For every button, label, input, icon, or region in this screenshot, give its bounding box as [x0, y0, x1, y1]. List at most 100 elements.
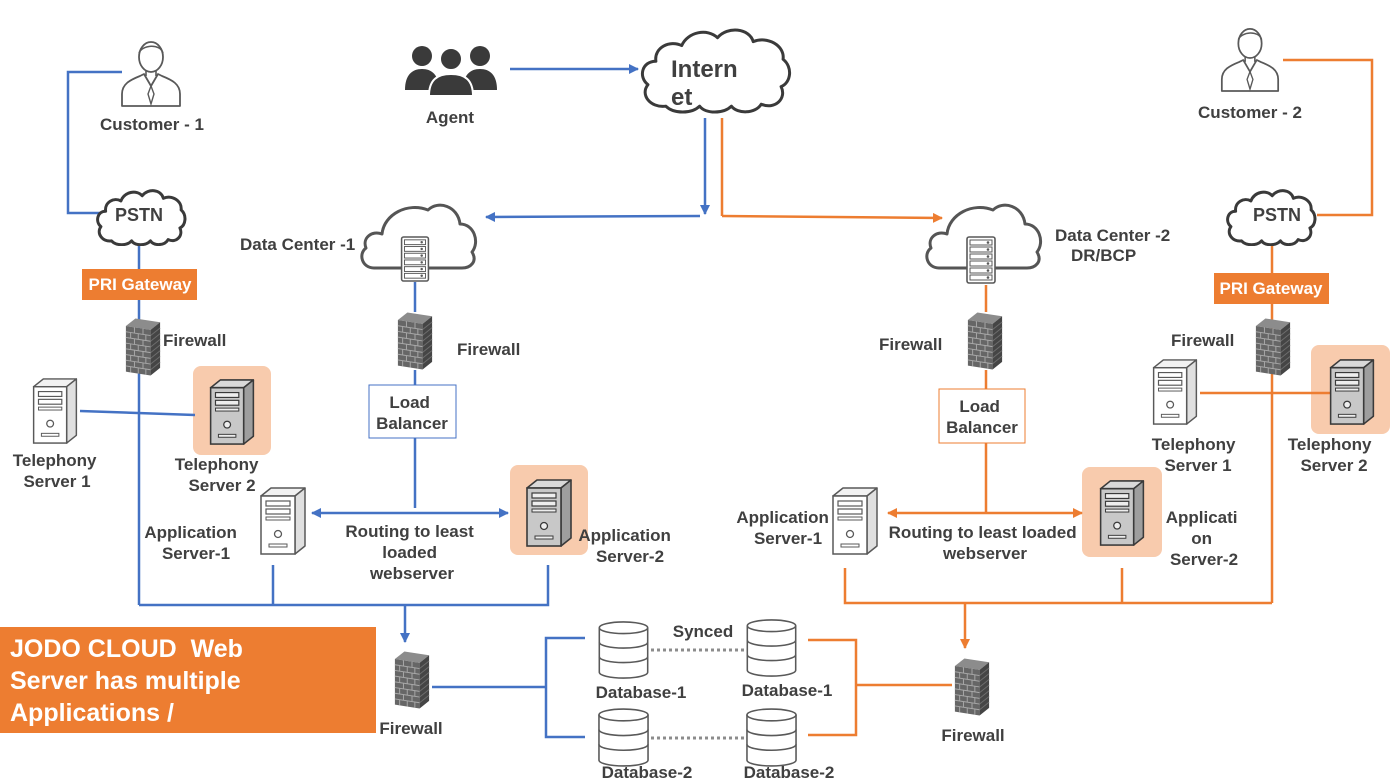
label-line: Application	[144, 523, 237, 542]
firewall-pstn-site-2-icon	[1255, 317, 1291, 376]
telephony-server-2-site-1-label: Telephony Server 2	[175, 455, 263, 495]
database-1-site-2-icon	[746, 619, 797, 677]
label-line: loaded	[382, 543, 437, 562]
label-line: Telephony	[175, 455, 259, 474]
banner-line: Applications /	[10, 699, 174, 727]
database-1-site-1-icon	[598, 621, 649, 679]
label-line: Server 1	[1164, 456, 1231, 475]
telephony-link-line-site-1	[79, 409, 196, 417]
telephony-server-2-site-2-label: Telephony Server 2	[1288, 435, 1376, 475]
application-server-2-site-2-label: Applicati on Server-2	[1166, 508, 1243, 569]
firewall-db-site-2-icon	[954, 657, 990, 716]
telephony-server-1-site-1-icon	[32, 378, 78, 444]
label-line: Server-1	[162, 544, 230, 563]
label-line: Routing to least	[345, 522, 474, 541]
agent-group-icon	[404, 45, 498, 96]
firewall-pstn-site-2-label: Firewall	[1171, 331, 1234, 350]
site-2-connections	[720, 58, 1374, 737]
telephony-server-2-site-2-icon	[1329, 359, 1375, 425]
pri-gateway-site-2-box	[1214, 273, 1329, 304]
label-line: webserver	[942, 544, 1027, 563]
pstn-1-label: PSTN	[115, 205, 163, 225]
label-line: Server-1	[754, 529, 822, 548]
site-1-bottom-bus-line	[139, 565, 550, 607]
load-balancer-site-2: Load Balancer	[938, 388, 1026, 444]
db-bracket-site-2	[808, 638, 858, 737]
pri-gateway-site-2: PRI Gateway	[1214, 273, 1329, 304]
label-line: DR/BCP	[1071, 246, 1136, 265]
banner-background	[0, 627, 376, 733]
jodo-cloud-banner: JODO CLOUD Web Server has multiple Appli…	[0, 0, 376, 733]
banner-line: Server has multiple	[10, 667, 241, 695]
data-center-1-server-rack-icon	[400, 236, 430, 282]
firewall-db-site-2-label: Firewall	[941, 726, 1004, 745]
telephony-server-2-site-1-icon	[209, 379, 255, 445]
banner-text: JODO CLOUD Web Server has multiple Appli…	[0, 0, 292, 727]
synced-label: Synced	[673, 622, 733, 641]
customer-1-label: Customer - 1	[100, 115, 204, 134]
site-1-connections	[66, 64, 710, 739]
application-server-2-site-1-icon	[526, 479, 572, 547]
data-center-2-label: Data Center -2 DR/BCP	[1055, 226, 1175, 265]
customer-2-label: Customer - 2	[1198, 103, 1302, 122]
routing-site-1-label: Routing to least loaded webserver	[345, 522, 478, 583]
firewall-dc-site-2-icon	[967, 311, 1003, 370]
label-line: Routing to least loaded	[889, 523, 1077, 542]
database-1-site-2-label: Database-1	[742, 681, 833, 700]
site-2-bottom-bus-line	[843, 568, 1272, 605]
label-line: Balancer	[946, 418, 1018, 437]
pstn-2-label: PSTN	[1253, 205, 1301, 225]
pri-gateway-site-1: PRI Gateway	[82, 269, 197, 300]
firewall-pstn-site-1-icon	[125, 317, 161, 376]
label-line: Server 2	[188, 476, 255, 495]
database-2-site-2-icon	[746, 708, 797, 767]
customer-2-to-pstn-line	[1283, 58, 1374, 217]
pri-gateway-site-1-label: PRI Gateway	[89, 275, 193, 294]
label-line: Load	[959, 397, 1000, 416]
label-line: Server-2	[1170, 550, 1238, 569]
database-2-site-2-label: Database-2	[744, 763, 835, 782]
label-line: Telephony	[1152, 435, 1236, 454]
firewall-pstn-site-1-label: Firewall	[163, 331, 226, 350]
load-balancer-site-1: Load Balancer	[368, 384, 457, 439]
label-line: on	[1191, 529, 1212, 548]
label-line: Telephony	[1288, 435, 1372, 454]
internet-to-dc1-arrow	[485, 211, 701, 222]
internet-label: Intern et	[671, 56, 744, 111]
firewall-db-site-1-icon	[394, 650, 430, 709]
label-line: Server-2	[596, 547, 664, 566]
label-line: Server 1	[23, 472, 90, 491]
firewall-dc-site-1-label: Firewall	[457, 340, 520, 359]
database-2-site-1-label: Database-2	[602, 763, 693, 782]
label-line: et	[671, 84, 692, 111]
label-line: Load	[389, 393, 430, 412]
load-balancer-site-2-box	[938, 388, 1026, 444]
banner-line: JODO CLOUD Web	[10, 635, 243, 663]
routing-site-2-label: Routing to least loaded webserver	[889, 523, 1082, 563]
application-server-2-site-2-icon	[1099, 480, 1145, 546]
customer-2-user-icon	[1220, 27, 1280, 92]
application-server-1-site-1-label: Application Server-1	[144, 523, 241, 563]
firewall-db-site-1-label: Firewall	[379, 719, 442, 738]
load-balancer-site-1-box	[368, 384, 457, 439]
customer-1-user-icon	[121, 41, 181, 107]
db-bracket-site-1	[544, 636, 585, 739]
data-center-2-server-rack-icon	[966, 236, 996, 284]
firewall-dc-site-2-label: Firewall	[879, 335, 942, 354]
label-line: webserver	[369, 564, 454, 583]
label-line: Application	[736, 508, 829, 527]
load-balancer-site-2-label: Load Balancer	[946, 397, 1018, 437]
firewall-dc-site-1-icon	[397, 311, 433, 370]
agent-label: Agent	[426, 108, 475, 127]
database-1-site-1-label: Database-1	[596, 683, 687, 702]
application-server-1-site-2-icon	[832, 487, 878, 555]
telephony-server-1-site-2-label: Telephony Server 1	[1152, 435, 1240, 475]
telephony-server-1-site-1-label: Telephony Server 1	[13, 451, 101, 491]
application-server-2-site-1-label: Application Server-2	[578, 526, 675, 566]
label-line: Data Center -2	[1055, 226, 1170, 245]
internet-to-dc2-arrow	[721, 212, 943, 223]
load-balancer-site-1-label: Load Balancer	[376, 393, 448, 433]
label-line: Intern	[671, 56, 738, 83]
label-line: Server 2	[1300, 456, 1367, 475]
